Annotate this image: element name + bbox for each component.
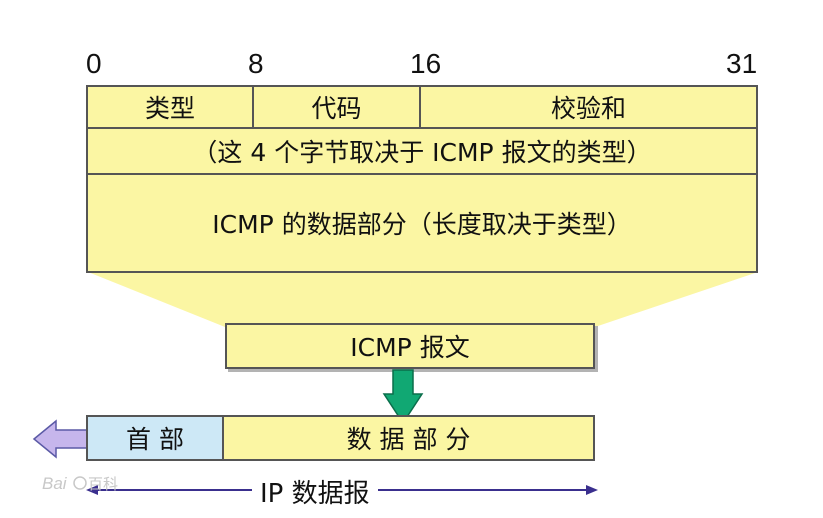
ip-header-label: 首 部 bbox=[126, 425, 184, 454]
field-type: 类型 bbox=[86, 85, 254, 129]
field-type-label: 类型 bbox=[144, 94, 195, 123]
field-icmp-data: ICMP 的数据部分（长度取决于类型） bbox=[86, 173, 758, 273]
field-checksum: 校验和 bbox=[419, 85, 758, 129]
field-rest-of-header: （这 4 个字节取决于 ICMP 报文的类型） bbox=[86, 127, 758, 175]
ip-datagram-label: IP 数据报 bbox=[252, 473, 378, 510]
svg-text:百科: 百科 bbox=[88, 476, 118, 493]
svg-text:Bai: Bai bbox=[42, 474, 68, 493]
baidu-watermark-logo: Bai 百科 bbox=[42, 474, 118, 493]
icmp-data-label: ICMP 的数据部分（长度取决于类型） bbox=[212, 210, 632, 239]
icmp-format-table: 类型 代码 校验和 （这 4 个字节取决于 ICMP 报文的类型） ICMP 的… bbox=[86, 85, 758, 273]
field-code-label: 代码 bbox=[311, 94, 362, 123]
left-arrow-icon bbox=[32, 419, 89, 459]
field-checksum-label: 校验和 bbox=[550, 94, 626, 123]
rest-of-header-label: （这 4 个字节取决于 ICMP 报文的类型） bbox=[192, 138, 652, 167]
bit-label-8: 8 bbox=[248, 48, 264, 79]
ip-data-label: 数 据 部 分 bbox=[346, 425, 471, 454]
down-arrow-icon bbox=[382, 369, 424, 425]
ip-data-box: 数 据 部 分 bbox=[222, 415, 595, 461]
icmp-message-box: ICMP 报文 bbox=[225, 323, 595, 369]
ip-header-box: 首 部 bbox=[86, 415, 224, 461]
bit-label-16: 16 bbox=[410, 48, 442, 79]
bit-label-31: 31 bbox=[726, 48, 758, 79]
field-code: 代码 bbox=[252, 85, 421, 129]
icmp-message-label: ICMP 报文 bbox=[350, 333, 470, 362]
bit-label-0: 0 bbox=[86, 48, 102, 79]
